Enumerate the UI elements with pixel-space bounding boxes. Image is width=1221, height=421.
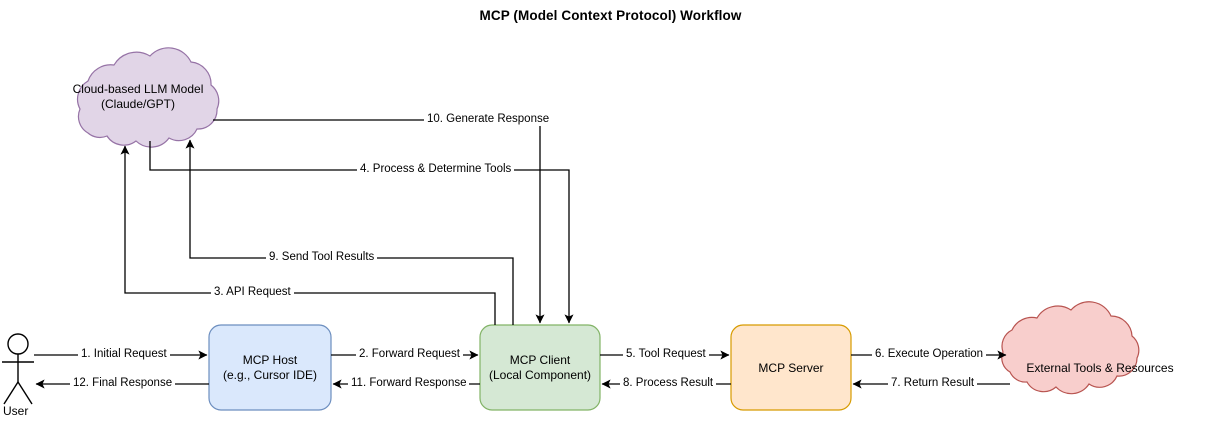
edge-label-12: 12. Final Response <box>70 377 176 390</box>
edge-label-4: 4. Process & Determine Tools <box>357 163 515 176</box>
edge-3-api-request <box>120 145 496 325</box>
node-ext-tools-cloud[interactable] <box>1001 301 1140 395</box>
edge-label-9: 9. Send Tool Results <box>266 251 378 264</box>
node-llm-cloud[interactable] <box>76 47 220 148</box>
page-title: MCP (Model Context Protocol) Workflow <box>479 8 742 23</box>
node-mcp-host[interactable] <box>208 324 332 411</box>
edge-label-1: 1. Initial Request <box>78 348 170 361</box>
node-user-actor[interactable] <box>2 333 34 405</box>
edge-label-8: 8. Process Result <box>620 377 717 390</box>
edge-label-2: 2. Forward Request <box>356 348 463 361</box>
edge-label-7: 7. Return Result <box>888 377 978 390</box>
edge-label-5: 5. Tool Request <box>623 348 709 361</box>
node-mcp-server[interactable] <box>730 324 852 411</box>
node-user-label: User <box>3 404 29 418</box>
edge-label-11: 11. Forward Response <box>348 377 470 390</box>
node-mcp-client[interactable] <box>479 324 601 411</box>
edge-label-10: 10. Generate Response <box>424 113 553 126</box>
edge-label-3: 3. API Request <box>211 286 294 299</box>
edge-label-6: 6. Execute Operation <box>872 348 987 361</box>
